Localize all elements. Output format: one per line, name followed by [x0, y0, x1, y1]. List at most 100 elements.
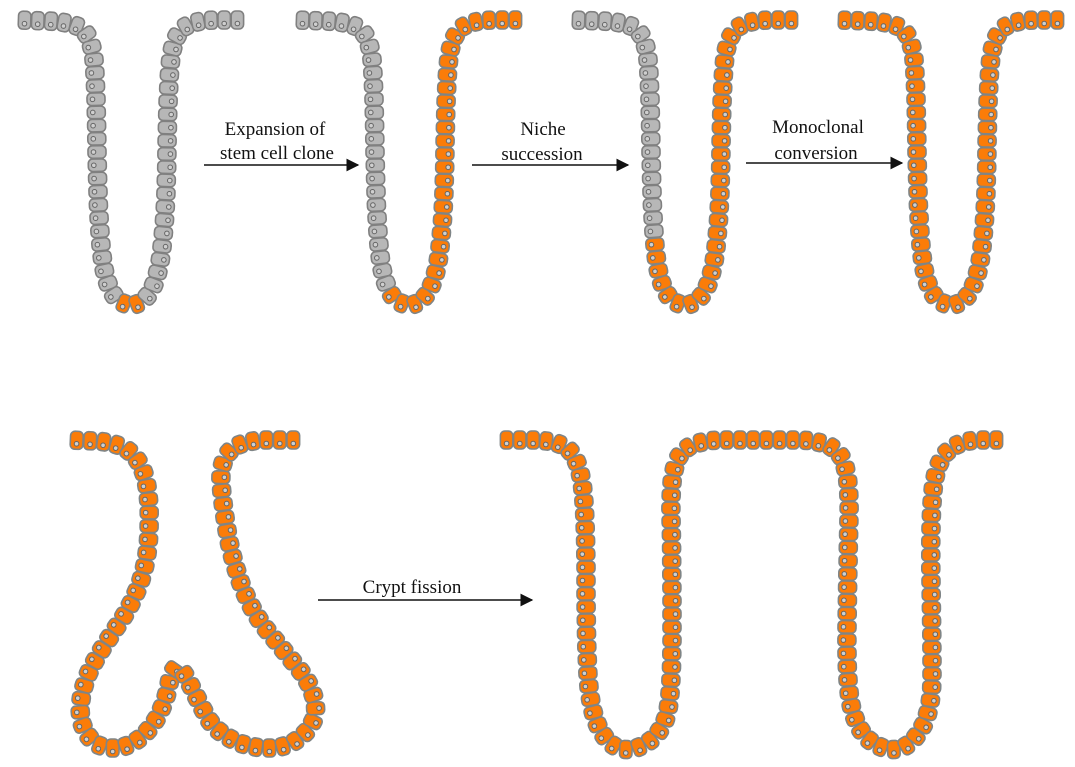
mutant-cell: [922, 601, 940, 614]
mutant-cell: [106, 739, 119, 757]
mutant-cell: [496, 11, 508, 29]
mutant-cell: [787, 431, 799, 449]
mutant-cell: [922, 588, 940, 601]
wildtype-cell: [642, 146, 660, 159]
mutant-cell: [436, 148, 454, 161]
mutant-cell: [922, 575, 940, 588]
mutant-cell: [840, 488, 859, 501]
mutant-cell: [706, 239, 725, 253]
wildtype-cell: [296, 11, 309, 29]
wildtype-cell: [644, 224, 663, 238]
mutant-cell: [921, 693, 940, 708]
mutant-cell: [839, 541, 857, 554]
mutant-cell: [840, 515, 858, 528]
wildtype-cell: [231, 11, 243, 29]
wildtype-cell: [598, 12, 612, 31]
mutant-cell: [977, 187, 996, 200]
mutant-cell: [429, 252, 449, 267]
mutant-cell: [913, 250, 932, 264]
mutant-cell: [990, 431, 1002, 449]
mutant-cell: [576, 521, 594, 534]
mutant-cell: [663, 608, 681, 620]
mutant-cell: [217, 523, 237, 538]
mutant-cell: [139, 492, 158, 506]
wildtype-cell: [642, 159, 660, 172]
mutant-cell: [922, 549, 940, 561]
mutant-cell: [978, 121, 996, 134]
mutant-cell: [840, 686, 859, 700]
mutant-cell: [140, 520, 158, 533]
mutant-cell: [439, 55, 458, 69]
label-niche-line1: Niche: [520, 119, 565, 140]
mutant-cell: [799, 431, 812, 450]
mutant-cell: [215, 510, 235, 525]
mutant-cell: [140, 506, 158, 519]
mutant-cell: [910, 211, 929, 224]
wildtype-cell: [157, 174, 175, 187]
mutant-cell: [839, 528, 857, 541]
wildtype-cell: [367, 185, 385, 198]
mutant-cell: [705, 252, 725, 267]
mutant-cell: [978, 134, 996, 147]
wildtype-cell: [156, 200, 175, 213]
mutant-cell: [482, 11, 495, 29]
mutant-cell: [662, 515, 680, 528]
mutant-cell: [909, 185, 927, 198]
mutant-cell: [663, 542, 681, 555]
wildtype-cell: [90, 224, 109, 238]
crypt-5-fissioning: [70, 431, 325, 757]
mutant-cell: [772, 11, 784, 29]
mutant-cell: [909, 198, 928, 211]
mutant-cell: [906, 79, 925, 92]
mutant-cell: [712, 121, 730, 134]
mutant-cell: [509, 11, 521, 29]
mutant-cell: [758, 11, 771, 29]
mutant-cell: [437, 95, 455, 108]
wildtype-cell: [366, 172, 384, 185]
mutant-cell: [663, 475, 682, 489]
wildtype-cell: [88, 146, 106, 159]
mutant-cell: [975, 213, 994, 227]
wildtype-cell: [91, 237, 110, 251]
mutant-cell: [838, 660, 856, 673]
mutant-cell: [438, 68, 457, 82]
mutant-cell: [709, 213, 728, 227]
wildtype-cell: [152, 239, 171, 253]
wildtype-cell: [158, 121, 176, 134]
wildtype-cell: [87, 93, 105, 106]
label-monoclonal-line1: Monoclonal: [772, 117, 864, 138]
wildtype-cell: [364, 79, 383, 92]
mutant-cell: [663, 581, 681, 594]
mutant-cell: [922, 681, 940, 694]
mutant-cell: [662, 502, 680, 515]
wildtype-cell: [18, 11, 31, 29]
mutant-cell: [907, 106, 925, 119]
mutant-cell: [659, 699, 679, 714]
wildtype-cell: [366, 159, 384, 172]
mutant-cell: [979, 81, 998, 94]
mutant-cell: [437, 108, 455, 121]
mutant-cell: [435, 174, 453, 187]
wildtype-cell: [642, 172, 660, 185]
mutant-cell: [70, 431, 83, 450]
mutant-cell: [713, 81, 732, 94]
mutant-cell: [851, 11, 864, 29]
wildtype-cell: [642, 132, 660, 145]
mutant-cell: [248, 737, 264, 757]
mutant-cell: [963, 431, 978, 451]
mutant-cell: [500, 431, 512, 449]
mutant-cell: [663, 555, 681, 568]
mutant-cell: [287, 431, 300, 449]
mutant-cell: [976, 200, 995, 213]
mutant-cell: [707, 431, 720, 450]
mutant-cell: [977, 431, 989, 449]
mutant-cell: [904, 53, 923, 67]
wildtype-cell: [86, 66, 105, 79]
wildtype-cell: [151, 252, 171, 267]
mutant-cell: [433, 213, 452, 227]
wildtype-cell: [585, 11, 598, 29]
wildtype-cell: [159, 95, 177, 108]
mutant-cell: [577, 574, 595, 586]
wildtype-cell: [368, 211, 387, 224]
